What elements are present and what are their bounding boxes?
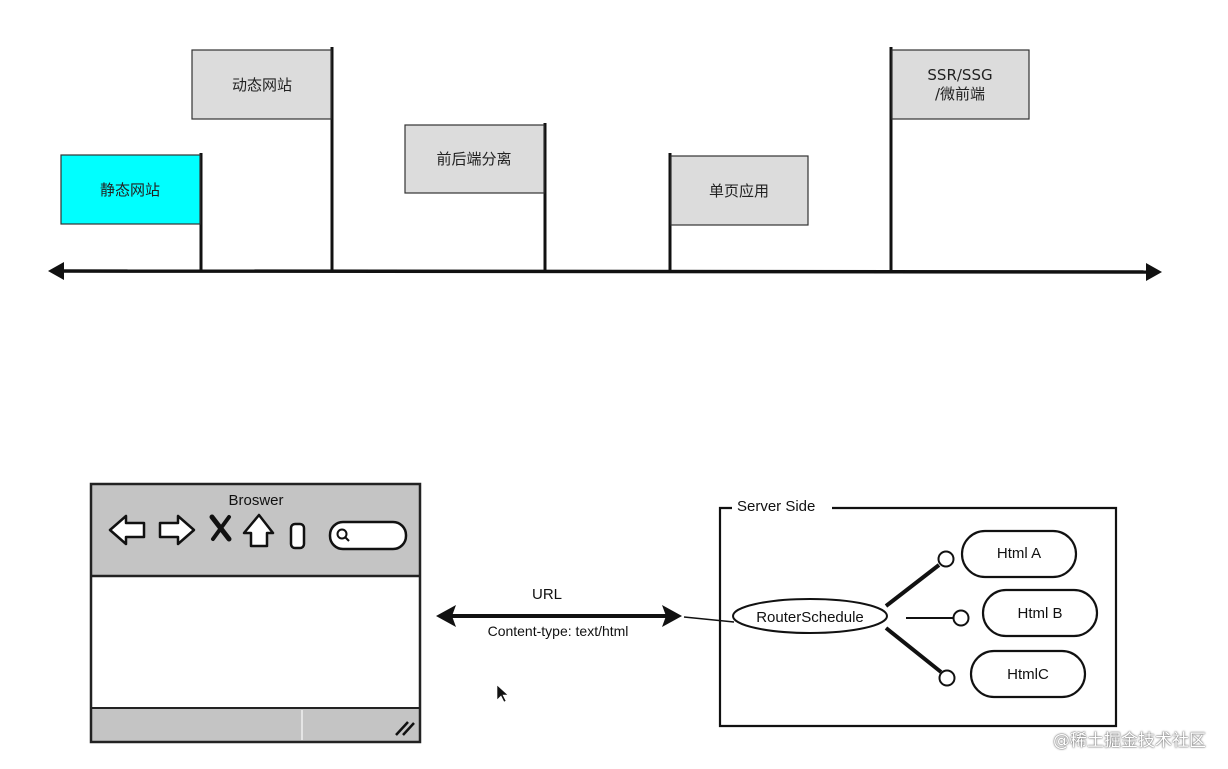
flag-box — [191, 49, 332, 120]
milestone-label: 单页应用 — [709, 182, 769, 200]
search-icon — [336, 528, 348, 540]
milestone-label-line1: SSR/SSG — [927, 66, 992, 84]
milestone-frontend-backend-separation: 前后端分离 — [404, 123, 547, 271]
forward-arrow-icon[interactable] — [158, 514, 196, 546]
timeline-left-arrowhead — [48, 262, 64, 280]
milestone-label: 静态网站 — [100, 181, 160, 199]
html-c-label: HtmlC — [1007, 666, 1049, 683]
flag-box — [60, 154, 201, 225]
tab-icon[interactable] — [289, 522, 306, 550]
branch-endpoint-c — [938, 669, 956, 687]
milestone-static-site: 静态网站 — [60, 153, 203, 271]
browser-window: Broswer — [89, 482, 422, 744]
flag-box — [670, 155, 809, 226]
server-frame — [718, 506, 1118, 728]
mouse-cursor-icon — [496, 684, 509, 703]
branch-endpoint-a — [937, 550, 955, 568]
flag-box — [404, 124, 545, 194]
milestone-label-line2: /微前端 — [935, 85, 985, 103]
timeline-axis — [51, 269, 1159, 274]
html-b-label: Html B — [1018, 605, 1063, 622]
router-schedule-node — [732, 598, 888, 634]
url-label: URL — [532, 586, 562, 603]
connector-to-router — [683, 616, 735, 623]
browser-content — [91, 576, 420, 708]
milestone-dynamic-site: 动态网站 — [191, 47, 334, 271]
server-side-box: Server Side RouterSchedule Html A Html B… — [718, 498, 1118, 728]
timeline-right-arrowhead — [1146, 263, 1162, 281]
home-icon[interactable] — [242, 513, 275, 548]
milestone-label: 动态网站 — [232, 76, 292, 94]
branch-line-c — [884, 626, 943, 674]
http-connection: URL Content-type: text/html — [436, 586, 735, 639]
browser-statusbar — [91, 708, 420, 742]
flag-box — [891, 49, 1030, 120]
milestone-single-page-app: 单页应用 — [668, 153, 809, 271]
router-label: RouterSchedule — [756, 609, 864, 626]
back-arrow-icon[interactable] — [108, 514, 146, 546]
close-x-icon[interactable] — [209, 514, 232, 542]
search-box[interactable] — [328, 520, 408, 551]
html-a-node — [960, 529, 1078, 579]
branch-endpoint-b — [952, 609, 970, 627]
content-type-label: Content-type: text/html — [488, 623, 629, 639]
html-a-label: Html A — [997, 545, 1041, 562]
watermark: @稀土掘金技术社区 — [1053, 731, 1206, 751]
left-arrowhead — [436, 605, 456, 627]
right-arrowhead — [662, 605, 682, 627]
resize-grip-icon[interactable] — [395, 721, 415, 736]
milestone-ssr-ssg-micro-frontend: SSR/SSG /微前端 — [889, 47, 1030, 271]
html-c-node — [969, 649, 1087, 699]
branch-line-a — [884, 563, 941, 608]
server-title: Server Side — [737, 498, 815, 515]
timeline: 静态网站 动态网站 前后端分离 单页应用 SSR/SSG /微前端 — [48, 47, 1162, 281]
html-b-node — [981, 588, 1099, 638]
browser-frame — [89, 482, 422, 744]
browser-title: Broswer — [228, 492, 283, 509]
milestone-label: 前后端分离 — [436, 150, 511, 168]
